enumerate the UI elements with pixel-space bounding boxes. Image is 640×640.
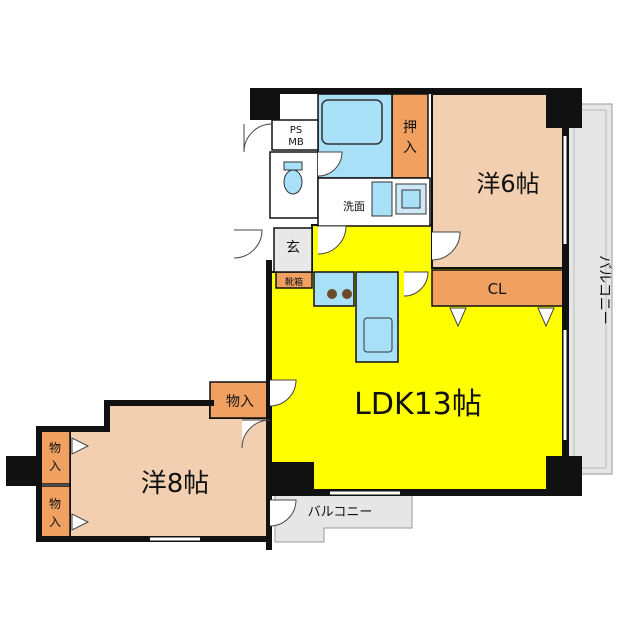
closet-door-marker bbox=[449, 307, 467, 328]
push-in-label-top: 押 bbox=[403, 120, 417, 136]
east-balcony-label: バルコニー bbox=[596, 255, 612, 325]
entrance bbox=[273, 227, 313, 273]
door-swing bbox=[317, 151, 343, 177]
wash-basin bbox=[371, 181, 393, 217]
western-6-label: 洋6帖 bbox=[476, 170, 539, 198]
washroom-label: 洗面 bbox=[343, 200, 365, 213]
south-balcony-label: バルコニー bbox=[308, 505, 373, 520]
toilet-bowl bbox=[283, 169, 303, 195]
ldk-label: LDK13帖 bbox=[354, 387, 482, 422]
entrance-label: 玄 bbox=[286, 239, 300, 256]
kitchen-counter bbox=[313, 271, 355, 307]
storage-left-top bbox=[39, 429, 71, 485]
western-8-label: 洋8帖 bbox=[141, 469, 210, 499]
door-swing bbox=[233, 229, 263, 259]
wall bbox=[36, 430, 42, 542]
closet-door-marker bbox=[71, 437, 90, 455]
wall bbox=[104, 400, 214, 406]
kitchen-sink bbox=[363, 317, 393, 353]
ps-mb-box bbox=[271, 119, 319, 151]
closet-door-marker bbox=[537, 307, 555, 328]
closet-cl bbox=[431, 269, 569, 307]
door-swing bbox=[269, 379, 297, 407]
wall bbox=[36, 426, 110, 432]
door-swing bbox=[403, 271, 429, 297]
mb-label: MB bbox=[288, 137, 304, 148]
door-swing bbox=[243, 123, 273, 153]
kitchen-sink-counter bbox=[355, 271, 399, 363]
toilet-tank bbox=[283, 161, 303, 171]
door-swing bbox=[317, 225, 347, 255]
storage-ldk bbox=[209, 381, 271, 419]
bathtub bbox=[321, 99, 383, 145]
storage-left-top-label-a: 物 bbox=[49, 441, 61, 455]
closet-label: CL bbox=[488, 280, 507, 298]
storage-left-bottom-label-b: 入 bbox=[49, 515, 61, 529]
stove-burner-left bbox=[327, 289, 337, 299]
closet-door-marker bbox=[71, 513, 90, 531]
push-in-label-bottom: 入 bbox=[403, 140, 417, 156]
wall bbox=[250, 88, 582, 94]
washing-machine-inner bbox=[401, 189, 421, 209]
push-in-closet bbox=[391, 93, 429, 179]
wall bbox=[562, 88, 568, 496]
wall bbox=[104, 400, 110, 430]
storage-left-bottom bbox=[39, 485, 71, 541]
east-balcony bbox=[567, 103, 613, 475]
storage-left-top-label-b: 入 bbox=[49, 459, 61, 473]
wall bbox=[266, 260, 272, 550]
shoe-box-label: 靴箱 bbox=[285, 276, 303, 288]
stove-burner-right bbox=[342, 289, 352, 299]
door-swing bbox=[431, 231, 461, 261]
wall bbox=[268, 490, 568, 496]
storage-label: 物入 bbox=[226, 394, 254, 410]
door-swing bbox=[269, 499, 297, 527]
storage-left-bottom-label-a: 物 bbox=[49, 497, 61, 511]
east-balcony-rail bbox=[573, 109, 607, 469]
door-swing bbox=[241, 419, 271, 449]
ps-label: PS bbox=[290, 125, 302, 136]
